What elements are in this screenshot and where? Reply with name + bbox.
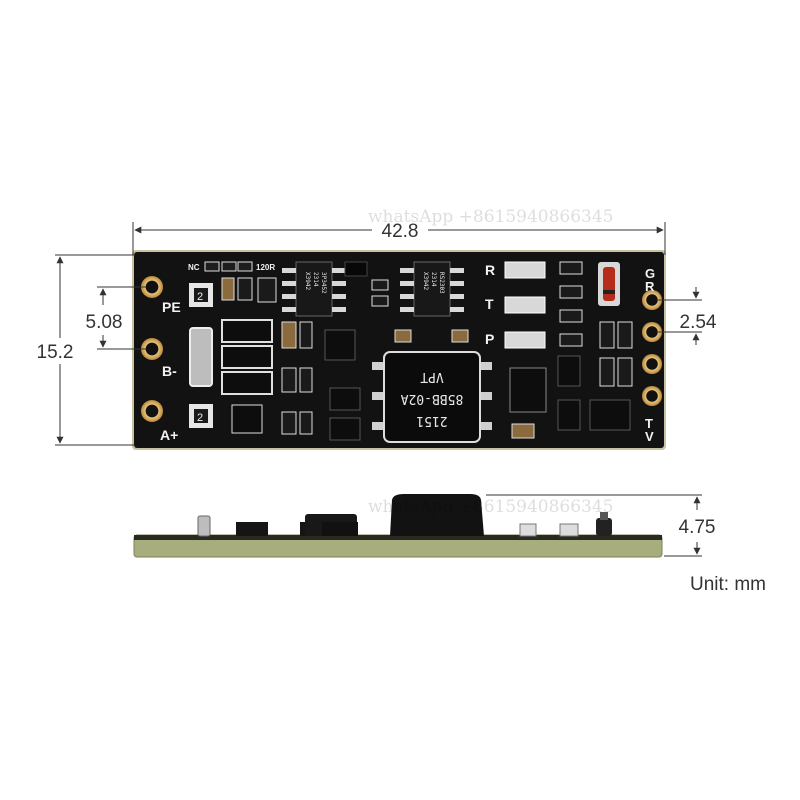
svg-text:2314: 2314 — [430, 272, 437, 287]
label-r-pin: R — [645, 279, 655, 294]
left-pin-pads — [141, 276, 163, 422]
resistor — [204, 261, 220, 272]
svg-text:2314: 2314 — [312, 272, 319, 287]
sot-chip — [509, 367, 547, 413]
tvs-diode-bottom: 2 — [189, 404, 213, 428]
resistor — [221, 261, 237, 272]
label-b-minus: B- — [162, 363, 177, 379]
dimension-length-label: 42.8 — [382, 221, 419, 242]
sot-chip — [329, 387, 361, 411]
svg-text:2: 2 — [197, 412, 203, 424]
label-r-led: R — [485, 262, 495, 278]
pin-pad-r — [642, 322, 662, 342]
sot-chip — [329, 417, 361, 441]
pin-pad-t — [642, 354, 662, 374]
svg-text:X3942: X3942 — [304, 272, 311, 290]
side-fuse — [197, 515, 211, 537]
led-p — [504, 331, 546, 349]
status-leds — [504, 261, 583, 349]
dimension-height: 4.75 — [486, 494, 716, 557]
led-r — [504, 261, 546, 279]
diode-array — [221, 319, 273, 395]
svg-text:85BB-02A: 85BB-02A — [401, 391, 464, 406]
label-v-pin: V — [645, 429, 654, 444]
led-t — [504, 296, 546, 314]
side-transformer — [390, 494, 484, 536]
pin-pad-pe — [141, 276, 163, 298]
passives-right — [509, 321, 633, 439]
isolated-transformer: 2151 85BB-02A VPT — [372, 351, 492, 443]
sot-chip — [324, 329, 356, 361]
label-t-led: T — [485, 296, 494, 312]
label-t-pin: T — [645, 416, 653, 431]
label-pe: PE — [162, 299, 181, 315]
pin-pad-a — [141, 400, 163, 422]
watermark: whatsApp +8615940866345 — [368, 497, 614, 517]
resistor-row-top — [204, 261, 253, 272]
pcb-side-view — [133, 494, 663, 558]
label-120r: 120R — [256, 263, 275, 272]
pcb-top-view: PE B- A+ G R T V R T P NC 120R 2 2 — [132, 250, 666, 450]
label-a-plus: A+ — [160, 427, 178, 443]
passives-middle — [281, 279, 469, 435]
label-g: G — [645, 266, 655, 281]
right-pin-pads — [642, 290, 662, 406]
ic-chip-2: RS2303 2314 X3942 — [400, 261, 464, 317]
watermark: whatsApp +8615940866345 — [368, 207, 614, 227]
dimension-pin-pitch-left: 5.08 — [86, 286, 146, 350]
ptc-fuse — [189, 327, 213, 387]
pin-pad-b — [141, 338, 163, 360]
dimension-pin-pitch-left-label: 5.08 — [86, 312, 123, 333]
red-diode — [598, 262, 620, 306]
tvs-diode-top: 2 — [189, 283, 213, 307]
label-p-led: P — [485, 331, 494, 347]
dimension-width-label: 15.2 — [37, 342, 74, 363]
svg-text:2151: 2151 — [416, 413, 447, 428]
capacitors-left — [221, 277, 277, 303]
svg-text:X3942: X3942 — [422, 272, 429, 290]
small-ic — [344, 261, 368, 277]
unit-label: Unit: mm — [690, 574, 766, 595]
dimension-width: 15.2 — [34, 254, 135, 446]
resistor — [237, 261, 253, 272]
ic-chip-1: 3P3452 2314 X3942 — [282, 261, 346, 317]
dimension-pin-pitch-right-label: 2.54 — [680, 312, 717, 333]
label-nc: NC — [188, 263, 200, 272]
transistor — [231, 404, 263, 434]
pin-pad-v — [642, 386, 662, 406]
svg-text:3P3452: 3P3452 — [320, 272, 327, 294]
dimension-height-label: 4.75 — [679, 517, 716, 538]
svg-text:RS2303: RS2303 — [438, 272, 445, 294]
svg-text:2: 2 — [197, 291, 203, 303]
dimension-pin-pitch-right: 2.54 — [658, 287, 717, 345]
dimension-length: 42.8 — [132, 216, 666, 255]
pin-pad-g — [642, 290, 662, 310]
svg-text:VPT: VPT — [420, 369, 444, 384]
side-diode — [596, 518, 612, 536]
